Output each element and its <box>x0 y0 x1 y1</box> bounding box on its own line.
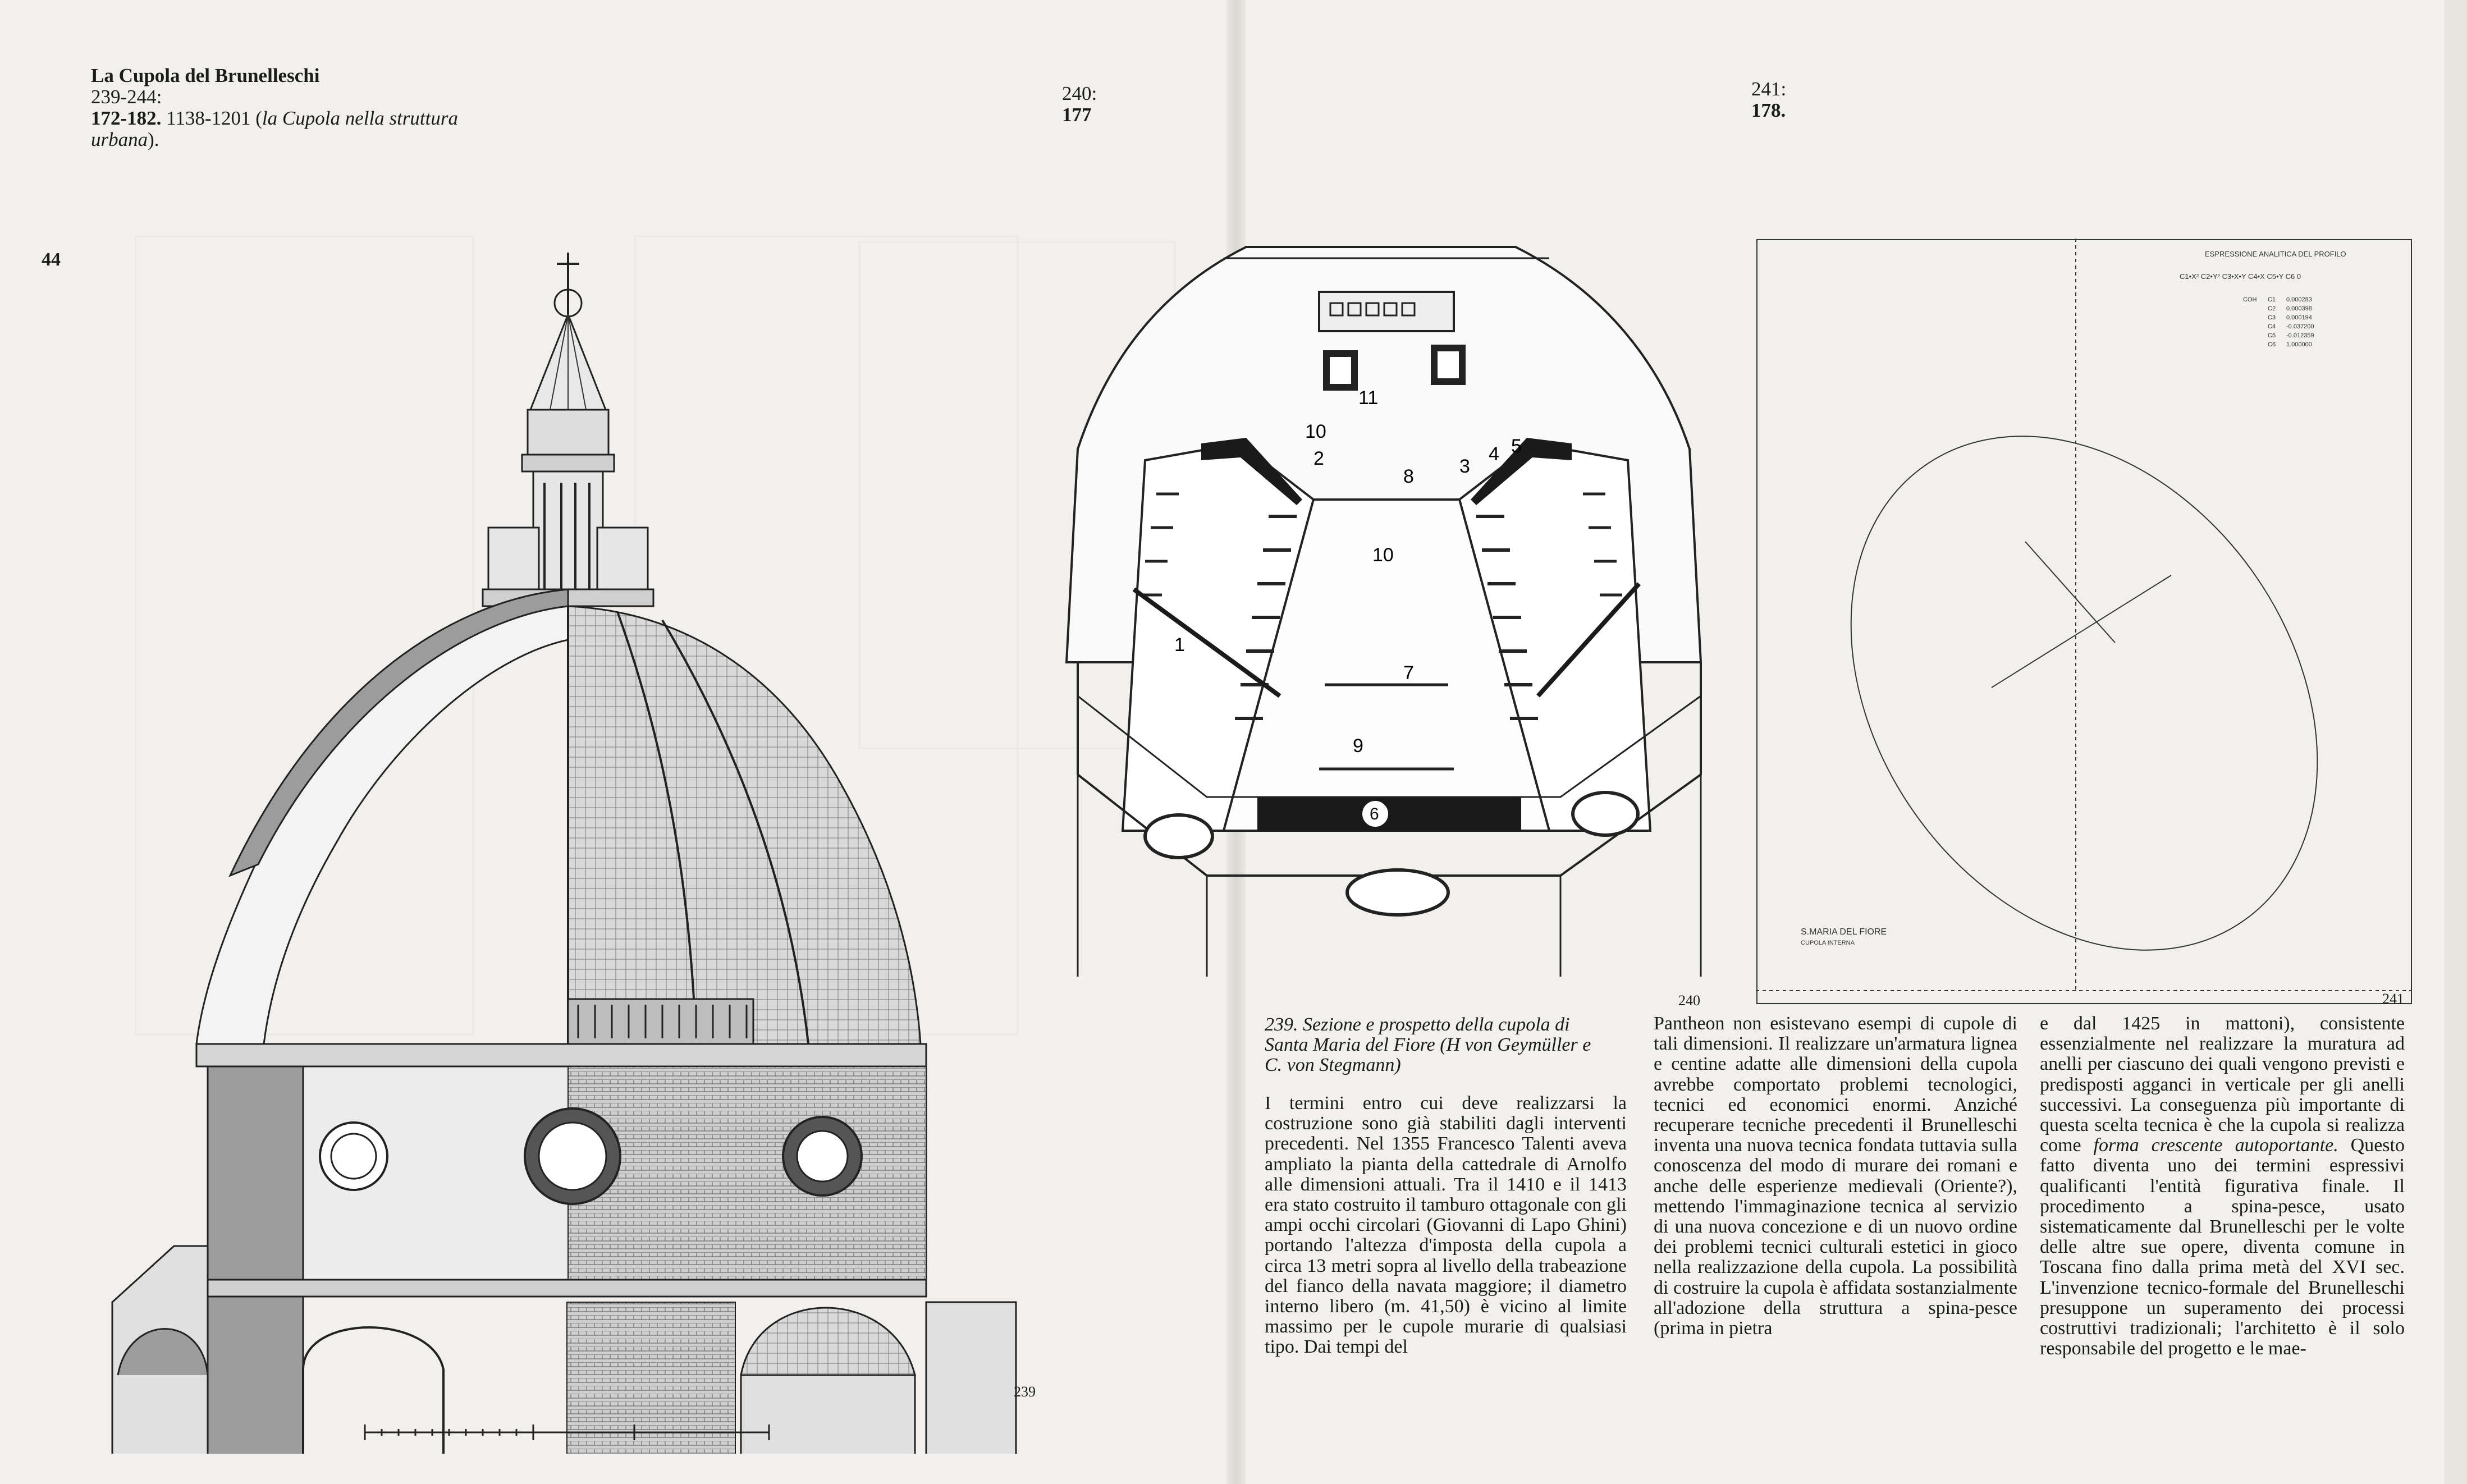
paragraph-3: e dal 1425 in mattoni), consistente esse… <box>2040 1013 2405 1359</box>
plot-title: ESPRESSIONE ANALITICA DEL PROFILO <box>2205 250 2346 258</box>
header-240: 240: 177 <box>1062 83 1097 126</box>
coef-c5-name: C5 <box>2268 332 2276 339</box>
fig240-number: 240 <box>1678 992 1700 1009</box>
scale-bar <box>364 1425 770 1440</box>
fig240-structure-drawing: 1 2 3 4 5 6 7 8 9 10 10 11 <box>1065 246 1702 977</box>
plot-legend-sub: CUPOLA INTERNA <box>1801 940 1855 946</box>
fig241-number: 241 <box>2382 991 2404 1007</box>
section-range: 239-244: <box>91 86 162 108</box>
text-column-2: Pantheon non esistevano esempi di cupole… <box>1654 1013 2017 1339</box>
callout-10a: 10 <box>1305 421 1326 442</box>
coef-c3-name: C3 <box>2268 314 2276 321</box>
callout-9: 9 <box>1353 735 1363 757</box>
section-header: La Cupola del Brunelleschi 239-244: 172-… <box>91 65 473 150</box>
section-reference: 172-182. 1138-1201 (la Cupola nella stru… <box>91 107 458 150</box>
plot-legend-title: S.MARIA DEL FIORE <box>1801 927 1887 937</box>
callout-6: 6 <box>1370 805 1379 823</box>
coef-c1-value: 0.000283 <box>2286 296 2312 303</box>
page-number: 44 <box>42 249 61 270</box>
callout-8: 8 <box>1403 466 1414 487</box>
callout-2: 2 <box>1313 448 1324 469</box>
coef-c6-name: C6 <box>2268 341 2276 348</box>
callout-4: 4 <box>1489 443 1499 465</box>
fig239-caption: 239. Sezione e prospetto della cupola di… <box>1265 1014 1591 1075</box>
coef-c2-name: C2 <box>2268 305 2276 312</box>
callout-10b: 10 <box>1372 544 1394 566</box>
callout-3: 3 <box>1459 456 1470 477</box>
plot-formula: C1•X² C2•Y² C3•X•Y C4•X C5•Y C6 0 <box>2180 272 2301 281</box>
callout-1: 1 <box>1174 634 1185 656</box>
coef-c3-value: 0.000194 <box>2286 314 2312 321</box>
coef-c6-value: 1.000000 <box>2286 341 2312 348</box>
paragraph-2: Pantheon non esistevano esempi di cupole… <box>1654 1013 2017 1339</box>
text-column-1: I termini entro cui deve realizzarsi la … <box>1265 1093 1627 1358</box>
section-title: La Cupola del Brunelleschi <box>91 65 320 86</box>
callout-5: 5 <box>1511 436 1522 457</box>
coef-c1-name: C1 <box>2268 296 2276 303</box>
fig239-dome-drawing <box>111 253 1017 1454</box>
coefficients: C1 0.000283 C2 0.000398 C3 0.000194 C4 -0.03… <box>2268 296 2314 348</box>
page-edge <box>2445 0 2467 1484</box>
header-241: 241: 178. <box>1751 78 1787 121</box>
callout-11: 11 <box>1358 387 1378 409</box>
fig239-number: 239 <box>1014 1384 1036 1400</box>
coef-c4-name: C4 <box>2268 323 2276 330</box>
coef-c4-value: -0.037200 <box>2286 323 2314 330</box>
fig241-plot: ESPRESSIONE ANALITICA DEL PROFILO C1•X² … <box>1756 239 2412 1004</box>
coef-c2-value: 0.000398 <box>2286 305 2312 312</box>
paragraph-1: I termini entro cui deve realizzarsi la … <box>1265 1093 1627 1358</box>
coef-label: COH <box>2243 296 2257 303</box>
text-column-3: e dal 1425 in mattoni), consistente esse… <box>2040 1013 2405 1359</box>
coef-c5-value: -0.012359 <box>2286 332 2314 339</box>
callout-7: 7 <box>1403 662 1414 684</box>
